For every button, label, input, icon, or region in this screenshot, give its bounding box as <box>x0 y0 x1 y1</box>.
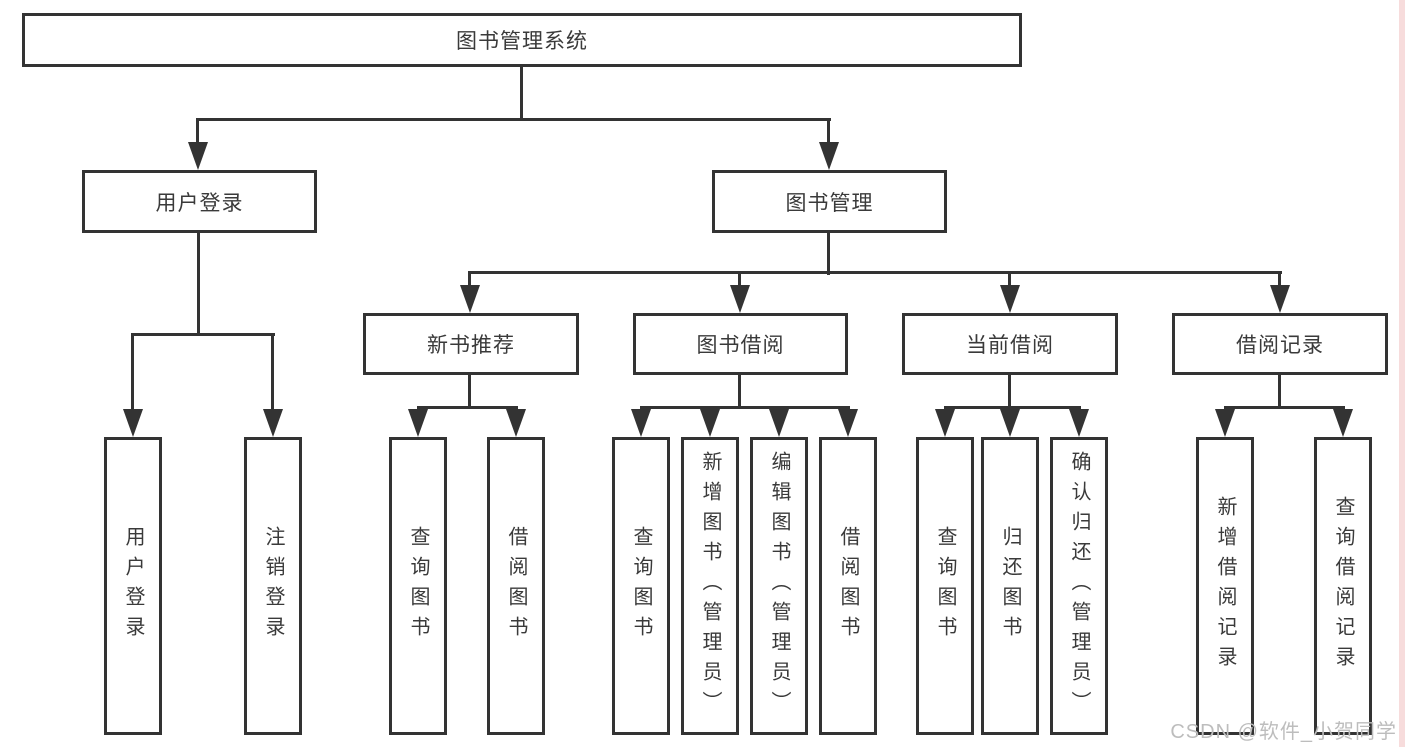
arrow-down-icon <box>123 409 143 437</box>
arrow-down-icon <box>1215 409 1235 437</box>
leaf-confirm-return-admin: 确认归还（管理员） <box>1050 437 1108 735</box>
leaf-query-book-recommend: 查询图书 <box>389 437 447 735</box>
connector-root-hline <box>197 118 831 121</box>
leaf-label: 用户登录 <box>122 526 144 646</box>
leaf-label: 编辑图书（管理员） <box>768 451 790 721</box>
leaf-query-book-current: 查询图书 <box>916 437 974 735</box>
arrow-down-icon <box>730 285 750 313</box>
leaf-label: 归还图书 <box>999 526 1021 646</box>
connector-root-trunk <box>520 67 523 120</box>
node-user-login: 用户登录 <box>82 170 317 233</box>
arrow-down-icon <box>506 409 526 437</box>
arrow-down-icon <box>769 409 789 437</box>
connector-records-hline <box>1224 406 1345 409</box>
page-edge-tint <box>1399 0 1405 747</box>
leaf-label: 确认归还（管理员） <box>1068 451 1090 721</box>
connector-book-mgmt-stem-4 <box>1278 271 1281 289</box>
arrow-down-icon <box>631 409 651 437</box>
connector-user-login-stem-left <box>131 333 134 411</box>
arrow-down-icon <box>263 409 283 437</box>
connector-book-mgmt-stem-2 <box>738 271 741 289</box>
leaf-label: 借阅图书 <box>505 526 527 646</box>
arrow-down-icon <box>408 409 428 437</box>
connector-user-login-stem-right <box>271 333 274 411</box>
arrow-down-icon <box>1000 409 1020 437</box>
connector-user-login-trunk <box>197 233 200 336</box>
node-current-borrow: 当前借阅 <box>902 313 1118 375</box>
leaf-edit-book-admin: 编辑图书（管理员） <box>750 437 808 735</box>
arrow-down-icon <box>1069 409 1089 437</box>
csdn-watermark: CSDN @软件_小贺同学 <box>1170 721 1397 743</box>
leaf-label: 借阅图书 <box>837 526 859 646</box>
leaf-label: 新增借阅记录 <box>1214 496 1236 676</box>
connector-root-stem-left <box>196 118 199 146</box>
leaf-return-book: 归还图书 <box>981 437 1039 735</box>
leaf-logout-login: 注销登录 <box>244 437 302 735</box>
arrow-down-icon <box>1333 409 1353 437</box>
connector-borrow-trunk <box>738 375 741 409</box>
leaf-query-borrow-record: 查询借阅记录 <box>1314 437 1372 735</box>
arrow-down-icon <box>838 409 858 437</box>
connector-user-login-hline <box>132 333 275 336</box>
leaf-label: 注销登录 <box>262 526 284 646</box>
connector-book-mgmt-trunk <box>827 233 830 275</box>
connector-root-stem-right <box>827 118 830 146</box>
node-book-management: 图书管理 <box>712 170 947 233</box>
connector-current-trunk <box>1008 375 1011 409</box>
connector-book-mgmt-hline <box>469 271 1282 274</box>
leaf-label: 查询借阅记录 <box>1332 496 1354 676</box>
leaf-borrow-book: 借阅图书 <box>819 437 877 735</box>
leaf-label: 查询图书 <box>630 526 652 646</box>
leaf-borrow-book-recommend: 借阅图书 <box>487 437 545 735</box>
node-book-borrow: 图书借阅 <box>633 313 848 375</box>
arrow-down-icon <box>935 409 955 437</box>
node-new-book-recommend: 新书推荐 <box>363 313 579 375</box>
arrow-down-icon <box>700 409 720 437</box>
leaf-label: 查询图书 <box>934 526 956 646</box>
node-root: 图书管理系统 <box>22 13 1022 67</box>
arrow-down-icon <box>819 142 839 170</box>
connector-recommend-trunk <box>468 375 471 409</box>
leaf-add-book-admin: 新增图书（管理员） <box>681 437 739 735</box>
arrow-down-icon <box>1000 285 1020 313</box>
connector-book-mgmt-stem-1 <box>468 271 471 289</box>
arrow-down-icon <box>460 285 480 313</box>
connector-borrow-hline <box>640 406 850 409</box>
leaf-label: 新增图书（管理员） <box>699 451 721 721</box>
leaf-user-login: 用户登录 <box>104 437 162 735</box>
leaf-add-borrow-record: 新增借阅记录 <box>1196 437 1254 735</box>
connector-recommend-hline <box>417 406 518 409</box>
connector-current-hline <box>944 406 1081 409</box>
leaf-label: 查询图书 <box>407 526 429 646</box>
leaf-query-book-borrow: 查询图书 <box>612 437 670 735</box>
connector-records-trunk <box>1278 375 1281 409</box>
arrow-down-icon <box>188 142 208 170</box>
arrow-down-icon <box>1270 285 1290 313</box>
node-borrow-records: 借阅记录 <box>1172 313 1388 375</box>
connector-book-mgmt-stem-3 <box>1008 271 1011 289</box>
